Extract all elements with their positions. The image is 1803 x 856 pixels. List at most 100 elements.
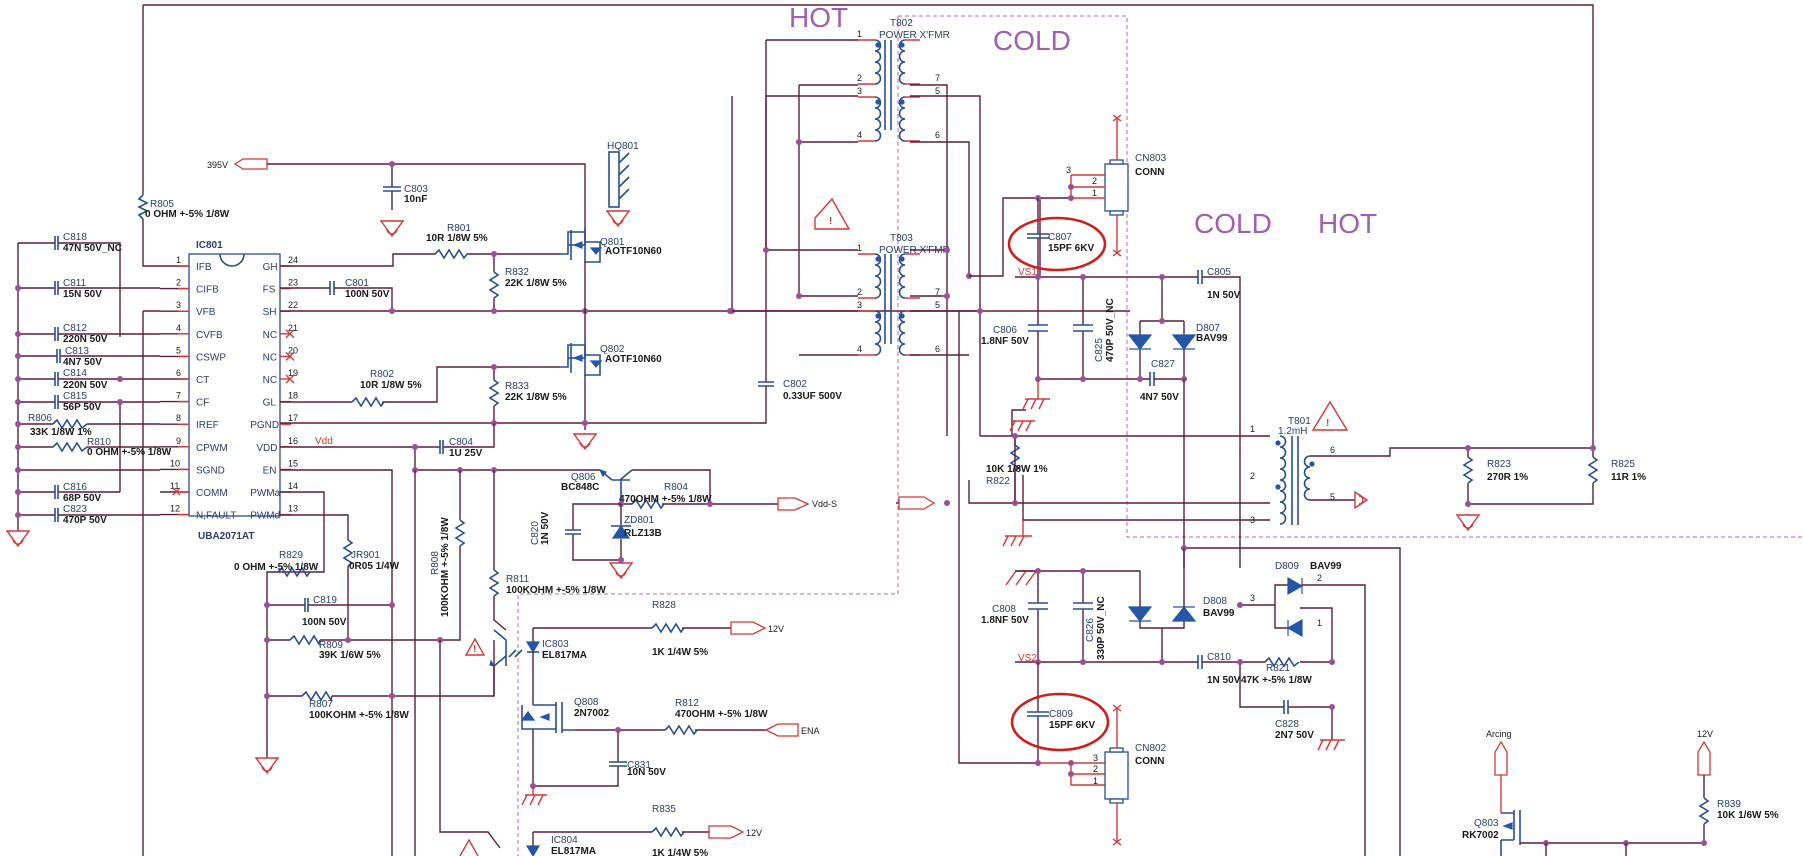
svg-text:N,FAULT: N,FAULT <box>196 511 236 522</box>
svg-text:1N 50V: 1N 50V <box>1207 675 1241 686</box>
svg-text:R828: R828 <box>652 600 676 611</box>
diode-D809: D809 BAV99 <box>1275 561 1342 638</box>
svg-text:VDD: VDD <box>256 443 277 454</box>
svg-text:100KOHM +-5% 1/8W: 100KOHM +-5% 1/8W <box>309 710 409 721</box>
svg-text:13: 13 <box>288 504 298 514</box>
optocoupler-IC804: IC804 EL817MA <box>525 835 596 856</box>
svg-text:CN802: CN802 <box>1135 743 1167 754</box>
svg-text:4: 4 <box>176 323 181 333</box>
svg-text:RK7002: RK7002 <box>1462 830 1499 841</box>
svg-text:EL817MA: EL817MA <box>551 846 596 856</box>
svg-text:15PF 6KV: 15PF 6KV <box>1049 720 1095 731</box>
svg-text:1: 1 <box>1092 188 1097 198</box>
port-label-arcing: Arcing <box>1486 729 1512 739</box>
ic801-pin-12: 12N,FAULT <box>160 504 236 522</box>
svg-text:1.8NF 50V: 1.8NF 50V <box>981 336 1029 347</box>
svg-text:39K 1/6W 5%: 39K 1/6W 5% <box>319 650 381 661</box>
svg-text:CF: CF <box>196 398 209 409</box>
svg-text:R832: R832 <box>505 267 529 278</box>
svg-text:5: 5 <box>935 86 940 96</box>
svg-text:23: 23 <box>288 278 298 288</box>
svg-text:7: 7 <box>176 391 181 401</box>
svg-text:8: 8 <box>176 413 181 423</box>
svg-text:10R 1/8W 5%: 10R 1/8W 5% <box>360 380 422 391</box>
svg-text:R812: R812 <box>675 698 699 709</box>
svg-text:BAV99: BAV99 <box>1310 561 1342 572</box>
resistor-R822: 10K 1/8W 1%R822 <box>986 444 1048 487</box>
svg-text:R811: R811 <box>506 574 530 585</box>
svg-text:R810: R810 <box>87 437 111 448</box>
svg-text:C811: C811 <box>63 278 87 289</box>
svg-text:5: 5 <box>1330 492 1335 502</box>
svg-text:D809: D809 <box>1275 561 1299 572</box>
svg-text:NC: NC <box>263 330 277 341</box>
mosfet-Q808: Q808 2N7002 <box>520 697 609 733</box>
svg-text:9: 9 <box>176 436 181 446</box>
svg-text:C810: C810 <box>1207 652 1231 663</box>
svg-text:ZD801: ZD801 <box>624 515 654 526</box>
svg-text:R801: R801 <box>447 223 471 234</box>
svg-text:R805: R805 <box>150 199 174 210</box>
svg-text:22: 22 <box>288 300 298 310</box>
svg-text:3: 3 <box>176 300 181 310</box>
svg-text:1.8NF 50V: 1.8NF 50V <box>981 615 1029 626</box>
svg-text:47N 50V_NC: 47N 50V_NC <box>63 243 122 254</box>
port-label-12v-c: 12V <box>1697 729 1713 739</box>
svg-text:R804: R804 <box>664 482 688 493</box>
svg-text:R829: R829 <box>279 550 303 561</box>
svg-text:C815: C815 <box>63 391 87 402</box>
mosfet-Q803: Q803 RK7002 <box>1462 810 1521 856</box>
svg-text:2: 2 <box>1092 176 1097 186</box>
svg-text:12V: 12V <box>746 828 762 838</box>
svg-text:20: 20 <box>288 345 298 355</box>
svg-text:R807: R807 <box>309 699 333 710</box>
svg-text:GH: GH <box>263 262 278 273</box>
svg-text:33K 1/8W 1%: 33K 1/8W 1% <box>30 427 92 438</box>
svg-text:R822: R822 <box>986 476 1010 487</box>
svg-text:1N 50V: 1N 50V <box>1207 290 1241 301</box>
svg-text:7: 7 <box>935 73 940 83</box>
svg-text:SGND: SGND <box>196 465 225 476</box>
svg-text:100KOHM +-5% 1/8W: 100KOHM +-5% 1/8W <box>440 517 451 617</box>
svg-text:220N 50V: 220N 50V <box>63 380 108 391</box>
svg-text:NC: NC <box>263 352 277 363</box>
isolation-boundary-left <box>517 16 899 856</box>
svg-text:4: 4 <box>857 344 862 354</box>
svg-text:R833: R833 <box>505 381 529 392</box>
ic801-pin-7: 7CF <box>160 391 209 409</box>
svg-text:18: 18 <box>288 391 298 401</box>
ic-IC801: IC801 UBA2071AT <box>188 240 281 542</box>
svg-text:1: 1 <box>1093 776 1098 786</box>
svg-text:C808: C808 <box>992 604 1016 615</box>
svg-text:3: 3 <box>1066 165 1071 175</box>
svg-text:C820: C820 <box>530 521 541 545</box>
svg-text:56P 50V: 56P 50V <box>63 402 102 413</box>
svg-text:R835: R835 <box>652 804 676 815</box>
svg-text:Q801: Q801 <box>600 237 625 248</box>
svg-text:3: 3 <box>857 300 862 310</box>
svg-text:!: ! <box>1326 418 1329 429</box>
svg-text:3: 3 <box>1250 515 1255 525</box>
zone-label-cold-right: COLD <box>1194 208 1272 239</box>
svg-text:6: 6 <box>1330 445 1335 455</box>
svg-text:IREF: IREF <box>196 420 219 431</box>
svg-text:0 OHM +-5% 1/8W: 0 OHM +-5% 1/8W <box>87 447 172 458</box>
svg-text:24: 24 <box>288 255 298 265</box>
svg-text:AOTF10N60: AOTF10N60 <box>605 354 662 365</box>
svg-text:HQ801: HQ801 <box>607 141 639 152</box>
svg-text:10: 10 <box>170 458 180 468</box>
